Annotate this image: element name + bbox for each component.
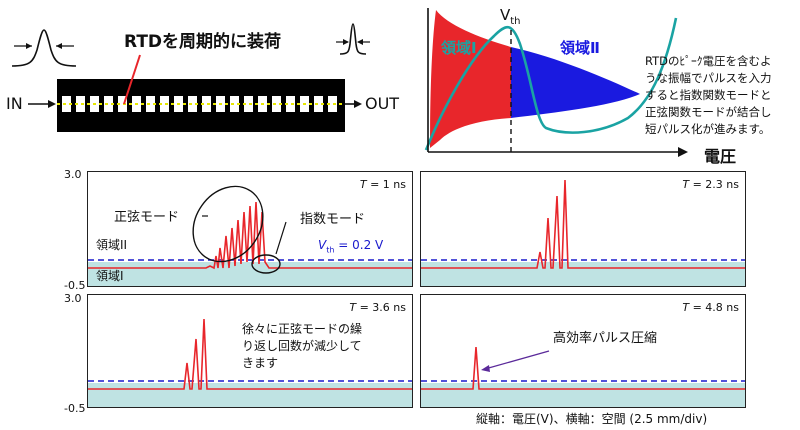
panel-t3: T = 3.6 ns 徐々に正弦モードの繰 り返し回数が減少して きます: [87, 294, 413, 408]
iv-curve: [424, 17, 678, 151]
voltage-axis-label: 電圧: [704, 147, 737, 166]
rtd-pointer: [123, 54, 141, 105]
repeat-note: 徐々に正弦モードの繰 り返し回数が減少して きます: [242, 322, 363, 370]
panel-t4: T = 4.8 ns 高効率パルス圧縮: [420, 294, 746, 408]
panel-t4-svg: [421, 346, 745, 407]
rtd-cell: [230, 96, 239, 112]
rtd-cell: [104, 96, 113, 112]
iv-region2-label: 領域Ⅱ: [560, 39, 600, 57]
panel-t2-time: T = 2.3 ns: [682, 178, 739, 191]
waveform-t2: [421, 179, 745, 269]
rtd-cell: [286, 96, 295, 112]
panel-t3-svg: [88, 318, 412, 407]
iv-description: RTDのﾋﾟｰｸ電圧を含むよ うな振幅でパルスを入力 すると指数関数モードと 正…: [645, 54, 772, 136]
region2-fill: [511, 47, 640, 118]
rtd-cell: [314, 96, 323, 112]
iv-region1-label: 領域Ⅰ: [441, 39, 477, 57]
vth-label: Vth: [500, 6, 521, 27]
panel-t2-svg: [421, 179, 745, 286]
panel-t4-time: T = 4.8 ns: [682, 301, 739, 314]
y-top-label-lower: 3.0: [64, 292, 82, 305]
y-bottom-label-lower: -0.5: [64, 402, 86, 415]
rtd-cell: [328, 96, 337, 112]
region1-fill: [430, 10, 511, 148]
panel-t1: T = 1 ns 正弦モード 指数モード 領域II 領域I Vth = 0.2 …: [87, 171, 413, 287]
rtd-cell: [188, 96, 197, 112]
in-label: IN: [6, 94, 23, 113]
output-pulse-icon: [339, 23, 367, 55]
rtd-line-svg: [11, 23, 370, 132]
y-top-label-upper: 3.0: [64, 168, 82, 181]
compression-arrow: [484, 350, 550, 370]
region1-label: 領域I: [96, 269, 124, 283]
rtd-cell: [160, 96, 169, 112]
rtd-cell: [272, 96, 281, 112]
rtd-cell: [202, 96, 211, 112]
panel-t1-svg: [88, 185, 412, 286]
y-bottom-label-upper: -0.5: [64, 279, 86, 292]
sine-mode-label: 正弦モード: [114, 210, 180, 225]
panel-t1-time: T = 1 ns: [359, 178, 406, 191]
exp-mode-label: 指数モード: [300, 212, 366, 227]
panel-t2: T = 2.3 ns: [420, 171, 746, 287]
axis-footer: 縦軸：電圧(V)、横軸：空間 (2.5 mm/div): [476, 412, 708, 426]
waveform-t3: [88, 318, 412, 390]
vth-equation: Vth = 0.2 V: [318, 238, 384, 255]
rtd-title: RTDを周期的に装荷: [124, 32, 282, 52]
rtd-cell: [146, 96, 155, 112]
rtd-cell: [76, 96, 85, 112]
iv-svg: [424, 8, 688, 157]
input-pulse-icon: [11, 29, 77, 67]
region2-label: 領域II: [96, 238, 128, 252]
panel-t3-time: T = 3.6 ns: [349, 301, 406, 314]
rtd-cell: [62, 96, 71, 112]
rtd-cells: [57, 96, 345, 112]
rtd-cell: [118, 96, 127, 112]
out-label: OUT: [365, 94, 400, 113]
waveform-t4: [421, 346, 745, 390]
rtd-cell: [244, 96, 253, 112]
compression-label: 高効率パルス圧縮: [553, 331, 658, 346]
